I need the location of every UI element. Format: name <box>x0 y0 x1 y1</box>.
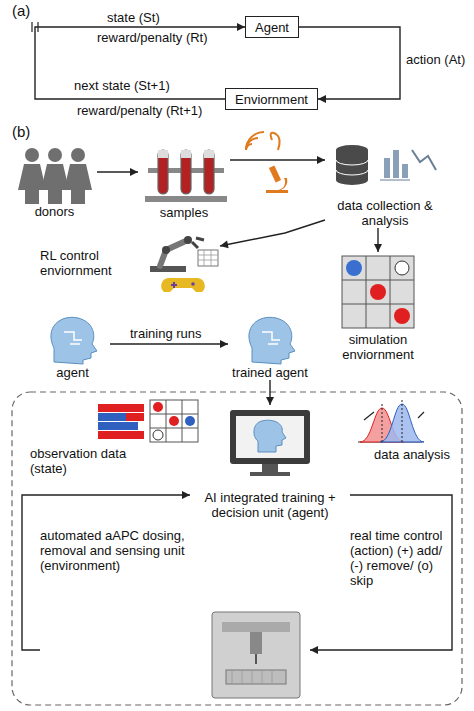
text-label: reward/penalty (Rt) <box>95 30 210 45</box>
node-text: simulation enviornment <box>330 332 426 362</box>
text-label: state (St) <box>105 10 162 25</box>
donors-icon <box>18 148 92 204</box>
node-text: AI integrated training + decision unit (… <box>190 490 350 520</box>
rl-env-node: RL control enviornment <box>40 232 220 294</box>
simulation-node: simulation enviornment <box>330 252 426 362</box>
device-icon <box>212 612 300 698</box>
edge-label: real time control (action) (+) add/ (-) … <box>348 528 448 588</box>
connector <box>110 343 228 344</box>
connector <box>220 220 325 246</box>
agent-node: agent <box>35 315 110 380</box>
device-node: automated aAPC dosing, removal and sensi… <box>40 528 310 706</box>
node-text: Agent <box>255 20 289 35</box>
text-label: reward/penalty (Rt+1) <box>75 103 204 118</box>
microscope-icon <box>266 165 288 193</box>
node-text: samples <box>160 205 208 220</box>
head-icons <box>51 317 295 364</box>
edge-label: action (At) <box>404 52 467 67</box>
text-label: (b) <box>10 124 32 139</box>
edge-label: observation data (state) <box>28 446 136 476</box>
samples-node: samples <box>138 145 230 220</box>
node-text: data collection & analysis <box>325 198 445 228</box>
arrow-head <box>237 23 245 31</box>
arrow-head <box>318 95 326 103</box>
edge-label: training runs <box>128 326 204 341</box>
node-text: agent <box>56 365 89 380</box>
database-icon <box>336 145 436 185</box>
arrow-head <box>130 168 138 176</box>
robot-arm-icon <box>150 236 218 292</box>
donors-node: donors <box>12 145 97 219</box>
node-text: Enviornment <box>235 92 308 107</box>
connector <box>35 27 245 99</box>
text-label: (a) <box>10 3 32 18</box>
trained-agent-node: trained agent <box>228 315 312 380</box>
signal-icon <box>246 132 280 150</box>
text-label: data analysis <box>372 447 452 462</box>
arrow-head <box>182 491 190 499</box>
arrow-head <box>374 244 382 252</box>
samples-icon <box>145 150 227 202</box>
arrow-head <box>310 646 318 654</box>
simulation-grid <box>342 256 414 328</box>
node-text: RL control enviornment <box>40 248 136 278</box>
observation-icon <box>98 400 198 442</box>
arrow-head <box>266 397 274 405</box>
dashed-region <box>12 392 462 705</box>
arrow-head <box>220 241 229 249</box>
arrow-head <box>220 340 228 348</box>
node-text: automated aAPC dosing, removal and sensi… <box>40 528 208 573</box>
distribution-icon <box>358 400 424 442</box>
node-text: donors <box>35 204 75 219</box>
monitor-icon <box>230 410 310 476</box>
edge-label: next state (St+1) <box>72 78 172 93</box>
arrow-head <box>317 156 325 164</box>
data-node: data collection & analysis <box>325 140 445 228</box>
connector <box>310 495 452 650</box>
connector <box>230 159 325 160</box>
environment-box: Enviornment <box>225 88 318 110</box>
ai-unit-node: AI integrated training + decision unit (… <box>190 405 350 520</box>
node-text: trained agent <box>232 365 308 380</box>
agent-box: Agent <box>245 16 299 38</box>
